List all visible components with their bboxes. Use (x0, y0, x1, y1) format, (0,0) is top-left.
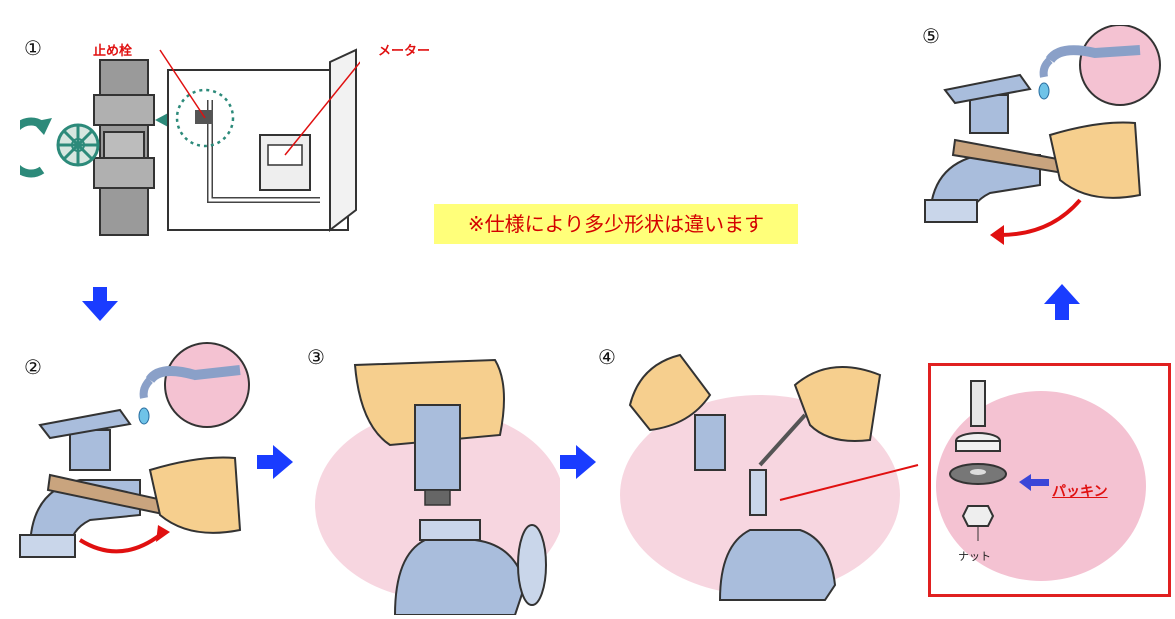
step-number-2: ② (24, 355, 42, 379)
right-arrow-icon (257, 445, 293, 479)
stopcock-label: 止め栓 (93, 44, 133, 59)
step3-illustration (315, 358, 560, 615)
step5-illustration (924, 25, 1161, 245)
step-number-1: ① (24, 36, 42, 60)
down-arrow-icon (82, 287, 118, 321)
packing-label: パッキン (1052, 484, 1108, 500)
blue-left-arrow-icon (1019, 474, 1049, 491)
valve-wheel-icon (56, 123, 100, 167)
step4-illustration (620, 353, 919, 601)
step1-illustration (20, 48, 360, 236)
step-number-5: ⑤ (922, 24, 940, 48)
up-arrow-icon (1044, 284, 1080, 320)
step-number-4: ④ (598, 345, 616, 369)
red-curve-arrow-icon (999, 198, 1082, 237)
rotate-arrow-icon (20, 117, 45, 178)
spec-note: ※仕様により多少形状は違います (434, 204, 798, 244)
pointer-arrow-icon (155, 112, 170, 128)
packing-detail-illustration (936, 380, 1146, 581)
meter-label: メーター (378, 44, 431, 59)
step-number-3: ③ (307, 345, 325, 369)
nut-label: ナット (958, 550, 991, 563)
step2-illustration (19, 342, 250, 558)
red-curve-arrow-icon (78, 533, 162, 554)
right-arrow-icon (560, 445, 596, 479)
